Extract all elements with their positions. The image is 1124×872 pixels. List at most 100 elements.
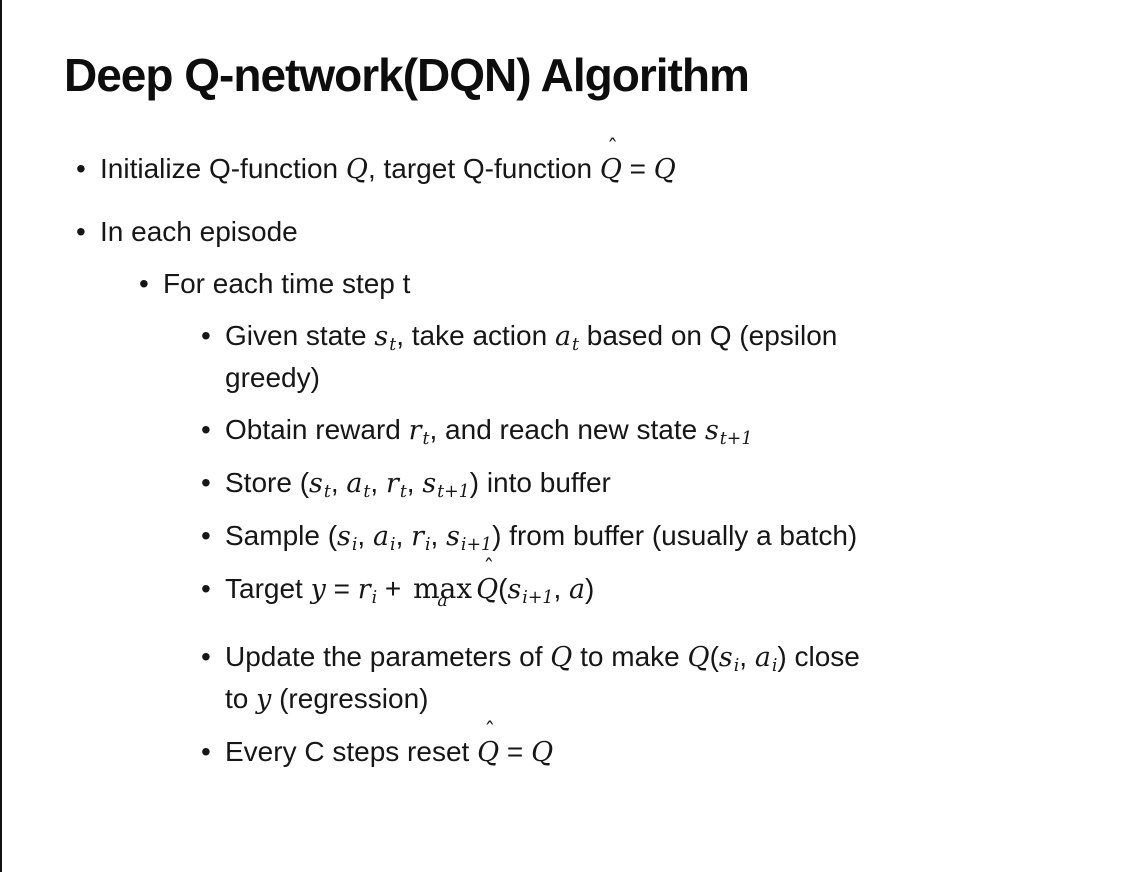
text-run: Given state bbox=[225, 320, 375, 351]
text-run: , bbox=[406, 467, 423, 498]
text-run: = bbox=[621, 153, 654, 184]
bullet-marker: • bbox=[201, 320, 211, 351]
math-var: a bbox=[569, 574, 586, 605]
math-group: rt bbox=[408, 415, 430, 450]
math-group: at bbox=[346, 468, 371, 503]
math-var: a bbox=[372, 521, 389, 552]
text-run: based on Q (epsilon bbox=[578, 320, 838, 351]
text-run: ( bbox=[498, 573, 508, 604]
math-var: Q bbox=[345, 154, 368, 185]
math-var: a bbox=[346, 468, 363, 499]
math-var: s bbox=[446, 521, 460, 552]
math-var: s bbox=[337, 521, 351, 552]
bullet-item: • Initialize Q-function Q, target Q-funct… bbox=[2, 135, 1096, 190]
math-group: si+1 bbox=[507, 574, 554, 609]
text-run: , bbox=[739, 641, 755, 672]
math-group: at bbox=[554, 321, 579, 356]
bullet-item: •Update the parameters of Q to make Q(si… bbox=[2, 636, 1096, 720]
text-run: Initialize Q-function bbox=[100, 153, 346, 184]
bullet-item: • Store (st, at, rt, st+1) into buffer bbox=[2, 462, 1096, 504]
math-var: Q bbox=[599, 154, 622, 185]
math-group: si bbox=[718, 642, 740, 677]
math-var: Q bbox=[687, 642, 710, 673]
math-group: ai bbox=[754, 642, 778, 677]
text-run: , bbox=[330, 467, 347, 498]
bullet-marker: • bbox=[201, 467, 211, 498]
text-run: ) from buffer (usually a batch) bbox=[492, 520, 858, 551]
math-var: r bbox=[408, 415, 422, 446]
math-var: Q bbox=[653, 154, 676, 185]
bullet-marker: • bbox=[76, 153, 86, 184]
bullet-marker: • bbox=[201, 520, 211, 551]
text-run: Sample ( bbox=[225, 520, 338, 551]
math-var: s bbox=[374, 321, 389, 352]
text-run: Update the parameters of bbox=[225, 641, 551, 672]
bullet-item: •For each time step t bbox=[2, 263, 1096, 304]
bullet-text: For each time step t bbox=[163, 263, 1096, 304]
math-var: Q bbox=[531, 737, 554, 768]
bullet-marker: • bbox=[201, 573, 211, 604]
text-run: to bbox=[225, 683, 257, 714]
text-run: , bbox=[370, 467, 386, 498]
math-group: st bbox=[309, 468, 331, 503]
math-group: st bbox=[374, 321, 397, 356]
math-var: a bbox=[554, 321, 571, 352]
math-group: st+1 bbox=[422, 468, 470, 503]
bullet-text: Given state st, take action at based on … bbox=[225, 315, 1096, 398]
math-var: y bbox=[256, 684, 272, 715]
math-group: ri bbox=[357, 574, 378, 609]
text-run: In each episode bbox=[100, 216, 298, 247]
math-var: y bbox=[310, 574, 326, 605]
math-var: a bbox=[754, 642, 771, 673]
text-run: ) bbox=[585, 573, 595, 604]
bullet-item: • Given state st, take action at based on… bbox=[2, 315, 1096, 398]
bullet-text: Update the parameters of Q to make Q(si,… bbox=[225, 636, 1096, 720]
text-run: ) close bbox=[777, 641, 860, 672]
bullet-marker: • bbox=[201, 736, 211, 767]
text-run: Target bbox=[225, 573, 311, 604]
math-var: s bbox=[309, 468, 323, 499]
math-var: Q bbox=[550, 642, 573, 673]
bullet-list: • Initialize Q-function Q, target Q-funct… bbox=[2, 135, 1096, 784]
text-run: = bbox=[325, 573, 358, 604]
text-run: ) into buffer bbox=[469, 467, 611, 498]
text-run: Obtain reward bbox=[225, 414, 409, 445]
text-run: ( bbox=[709, 641, 719, 672]
text-run: , take action bbox=[396, 320, 555, 351]
slide-title: Deep Q-network(DQN) Algorithm bbox=[64, 49, 750, 101]
bullet-marker: • bbox=[201, 414, 211, 445]
math-group: si+1 bbox=[446, 521, 493, 556]
text-run: , bbox=[553, 573, 569, 604]
text-run: , and reach new state bbox=[429, 414, 705, 445]
text-run: to make bbox=[572, 641, 688, 672]
text-run: Store ( bbox=[225, 467, 310, 498]
text-run: + bbox=[377, 573, 410, 604]
bullet-text: Sample (si, ai, ri, si+1) from buffer (u… bbox=[225, 515, 1096, 557]
text-run: , bbox=[430, 520, 447, 551]
math-var: r bbox=[357, 574, 371, 605]
bullet-text: In each episode bbox=[100, 211, 1096, 252]
math-var: s bbox=[705, 415, 719, 446]
text-run: Every C steps reset bbox=[225, 736, 478, 767]
text-run: For each time step t bbox=[163, 268, 411, 299]
bullet-item: • Obtain reward rt, and reach new state s… bbox=[2, 409, 1096, 451]
text-run: greedy) bbox=[225, 362, 320, 393]
math-var: s bbox=[718, 642, 733, 673]
math-group: ri bbox=[411, 521, 431, 556]
math-group: rt bbox=[385, 468, 407, 503]
math-var: r bbox=[411, 521, 424, 552]
math-var: r bbox=[385, 468, 399, 499]
bullet-text: Store (st, at, rt, st+1) into buffer bbox=[225, 462, 1096, 504]
text-run: , bbox=[357, 520, 373, 551]
bullet-marker: • bbox=[201, 641, 211, 672]
bullet-item: • Sample (si, ai, ri, si+1) from buffer (… bbox=[2, 515, 1096, 557]
bullet-text: Initialize Q-function Q, target Q-functi… bbox=[100, 135, 1096, 190]
